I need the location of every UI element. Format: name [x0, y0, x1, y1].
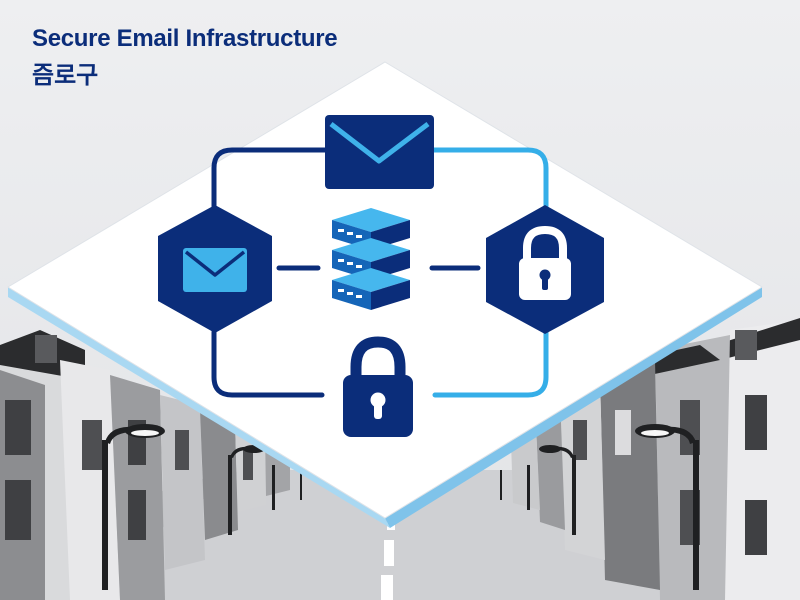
- buildings-left: [0, 330, 290, 600]
- street-lamps: [102, 424, 699, 590]
- street-scene: [0, 318, 800, 600]
- envelope-icon: [325, 115, 434, 189]
- buildings-right: [510, 318, 800, 600]
- padlock-hexagon-icon: [486, 205, 604, 334]
- page-title: Secure Email Infrastructure: [32, 25, 338, 52]
- padlock-icon: [343, 336, 413, 437]
- page-subtitle: 즘로구: [32, 61, 99, 89]
- network-diagram: [158, 115, 604, 437]
- envelope-hexagon-icon: [158, 205, 272, 333]
- server-stack-icon: [332, 208, 410, 310]
